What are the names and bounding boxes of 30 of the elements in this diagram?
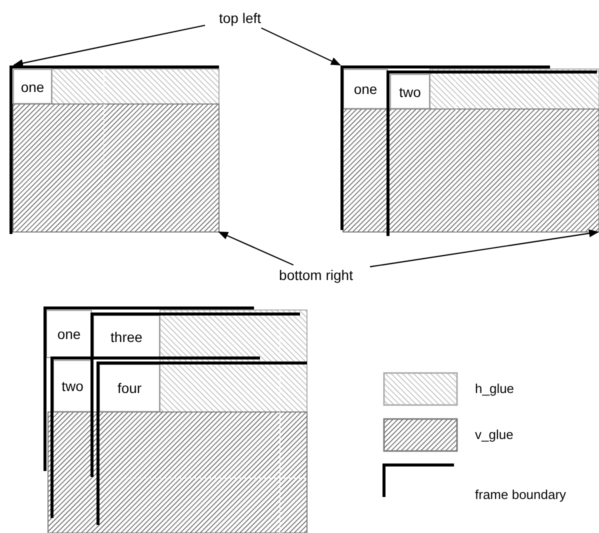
cell-label: one — [57, 326, 81, 342]
cell-label: three — [110, 328, 142, 344]
frame-boundary — [386, 70, 597, 236]
h-glue-region — [160, 310, 308, 412]
leader-arrow — [218, 231, 294, 266]
cell-box — [53, 360, 92, 412]
legend-label: frame boundary — [475, 487, 566, 502]
legend-label: h_glue — [475, 381, 514, 396]
frame-boundary — [96, 362, 307, 525]
cell-label: four — [117, 380, 142, 396]
legend-label: v_glue — [475, 427, 514, 442]
cell-box — [390, 74, 430, 109]
leader-arrow — [370, 229, 599, 268]
frame-boundary — [50, 356, 260, 518]
v-glue-region — [48, 412, 308, 533]
frame-boundary — [90, 312, 300, 477]
cell-box — [99, 364, 160, 412]
cell-box — [93, 315, 160, 358]
v-glue-region — [342, 108, 599, 232]
frame-boundary — [10, 66, 219, 234]
leader-arrow — [261, 27, 341, 66]
cell-label: two — [399, 84, 421, 100]
callout-text: top left — [218, 10, 262, 26]
callout-text: bottom right — [279, 267, 353, 283]
cell-label: two — [62, 378, 84, 394]
frame-boundary — [44, 306, 254, 471]
cell-label: one — [20, 78, 44, 94]
cell-label: one — [354, 81, 378, 97]
frame-boundary — [340, 66, 550, 230]
leader-arrow — [13, 24, 206, 68]
